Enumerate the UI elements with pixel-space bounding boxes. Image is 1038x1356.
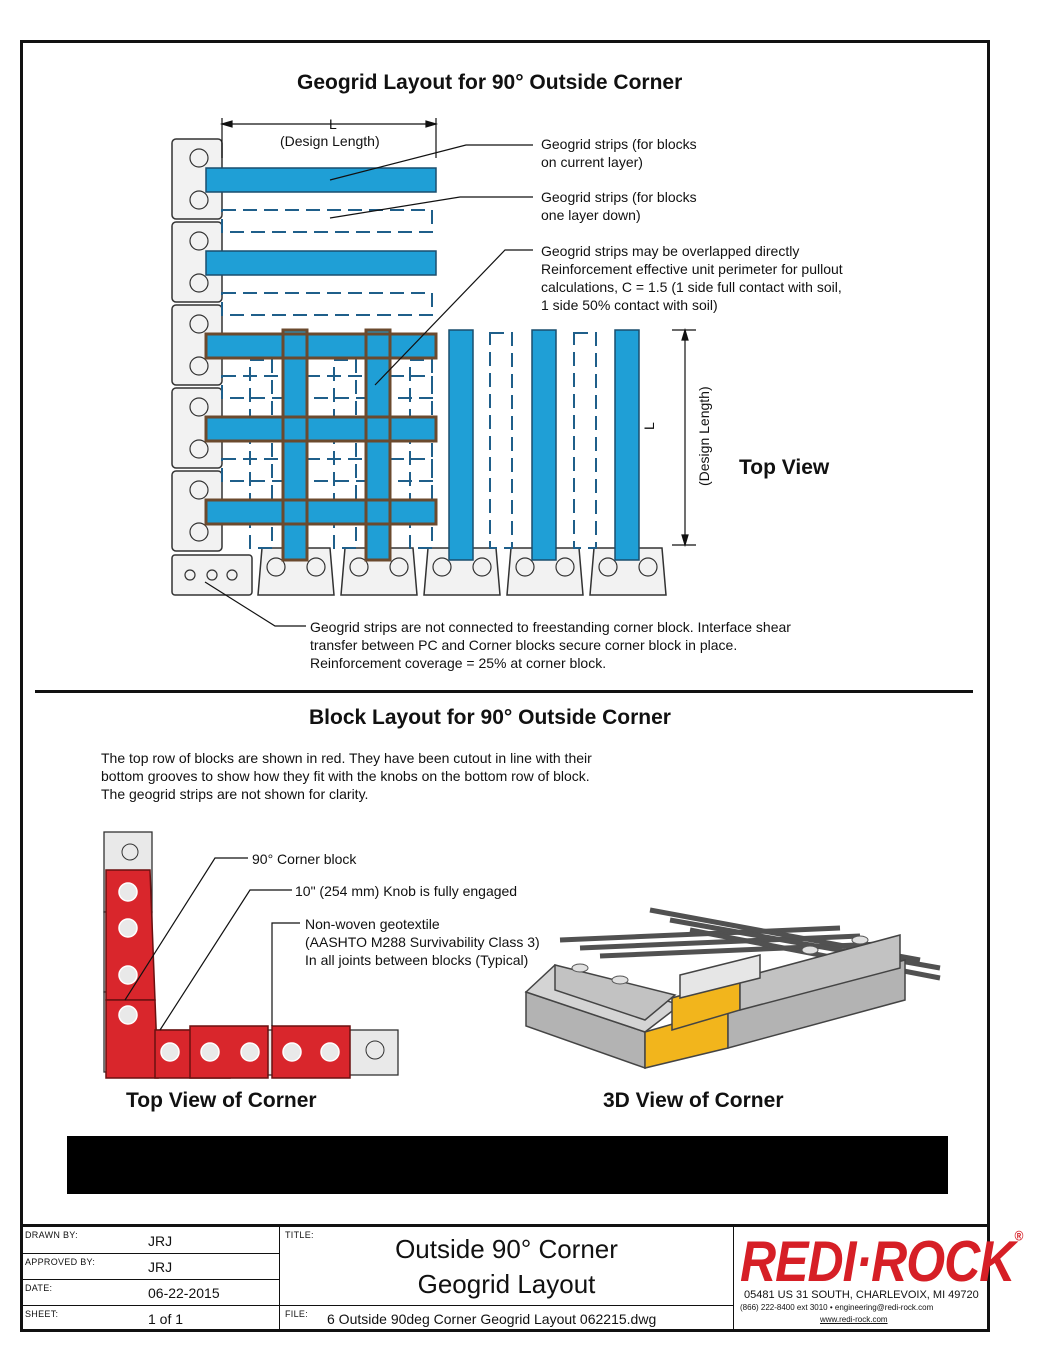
callout-corner-block: 90° Corner block xyxy=(252,851,357,867)
date-label: DATE: xyxy=(25,1283,53,1293)
approved-by-value: JRJ xyxy=(148,1259,173,1275)
block-layout-description: The top row of blocks are shown in red. … xyxy=(101,750,592,802)
sheet-value: 1 of 1 xyxy=(148,1311,184,1327)
logo-text: REDI·ROCK xyxy=(740,1229,1015,1294)
registered-mark: ® xyxy=(1014,1228,1023,1245)
geogrid-top-view-diagram xyxy=(171,118,696,627)
top-section-title: Geogrid Layout for 90° Outside Corner xyxy=(297,71,683,94)
current-layer-geogrid-strips xyxy=(205,167,640,561)
date-value: 06-22-2015 xyxy=(148,1285,220,1301)
drawn-by-label: DRAWN BY: xyxy=(25,1230,78,1240)
red-top-row-blocks xyxy=(105,869,351,1079)
redacted-bar xyxy=(67,1136,948,1194)
drawn-by-value: JRJ xyxy=(148,1233,173,1249)
corner-block-note: Geogrid strips are not connected to free… xyxy=(310,619,791,671)
3d-corner-view xyxy=(524,907,941,1070)
top-view-of-corner-label: Top View of Corner xyxy=(126,1089,317,1112)
sheet-label: SHEET: xyxy=(25,1309,59,1319)
dashed-geogrid-strips xyxy=(221,209,597,549)
horizontal-dim-caption: (Design Length) xyxy=(280,133,380,149)
3d-view-of-corner-label: 3D View of Corner xyxy=(603,1089,784,1112)
section-divider xyxy=(35,690,973,693)
title-block-top-rule xyxy=(20,1224,990,1227)
file-label: FILE: xyxy=(285,1309,309,1319)
company-address: 05481 US 31 SOUTH, CHARLEVOIX, MI 49720 xyxy=(744,1289,979,1301)
top-view-label: Top View xyxy=(739,456,830,479)
company-website[interactable]: www.redi-rock.com xyxy=(820,1315,888,1324)
callout-layer-down: Geogrid strips (for blocks one layer dow… xyxy=(541,189,697,223)
file-value: 6 Outside 90deg Corner Geogrid Layout 06… xyxy=(327,1311,657,1327)
corner-block xyxy=(171,554,253,596)
callout-knob: 10" (254 mm) Knob is fully engaged xyxy=(295,883,518,899)
drawing-title-line1: Outside 90° Corner xyxy=(395,1234,618,1264)
company-contact: (866) 222-8400 ext 3010 • engineering@re… xyxy=(740,1303,934,1312)
callout-overlap: Geogrid strips may be overlapped directl… xyxy=(541,243,843,313)
redi-rock-logo: REDI·ROCK® xyxy=(740,1228,1023,1295)
callout-current-layer: Geogrid strips (for blocks on current la… xyxy=(541,136,697,170)
title-label: TITLE: xyxy=(285,1230,314,1240)
drawing-title-line2: Geogrid Layout xyxy=(417,1269,596,1299)
horizontal-dim-symbol: L xyxy=(329,116,337,132)
approved-by-label: APPROVED BY: xyxy=(25,1257,96,1267)
bottom-section-title: Block Layout for 90° Outside Corner xyxy=(309,706,671,729)
horizontal-wall-blocks xyxy=(257,547,667,596)
callout-geotextile: Non-woven geotextile (AASHTO M288 Surviv… xyxy=(305,916,540,968)
drawing-sheet xyxy=(20,40,990,1332)
